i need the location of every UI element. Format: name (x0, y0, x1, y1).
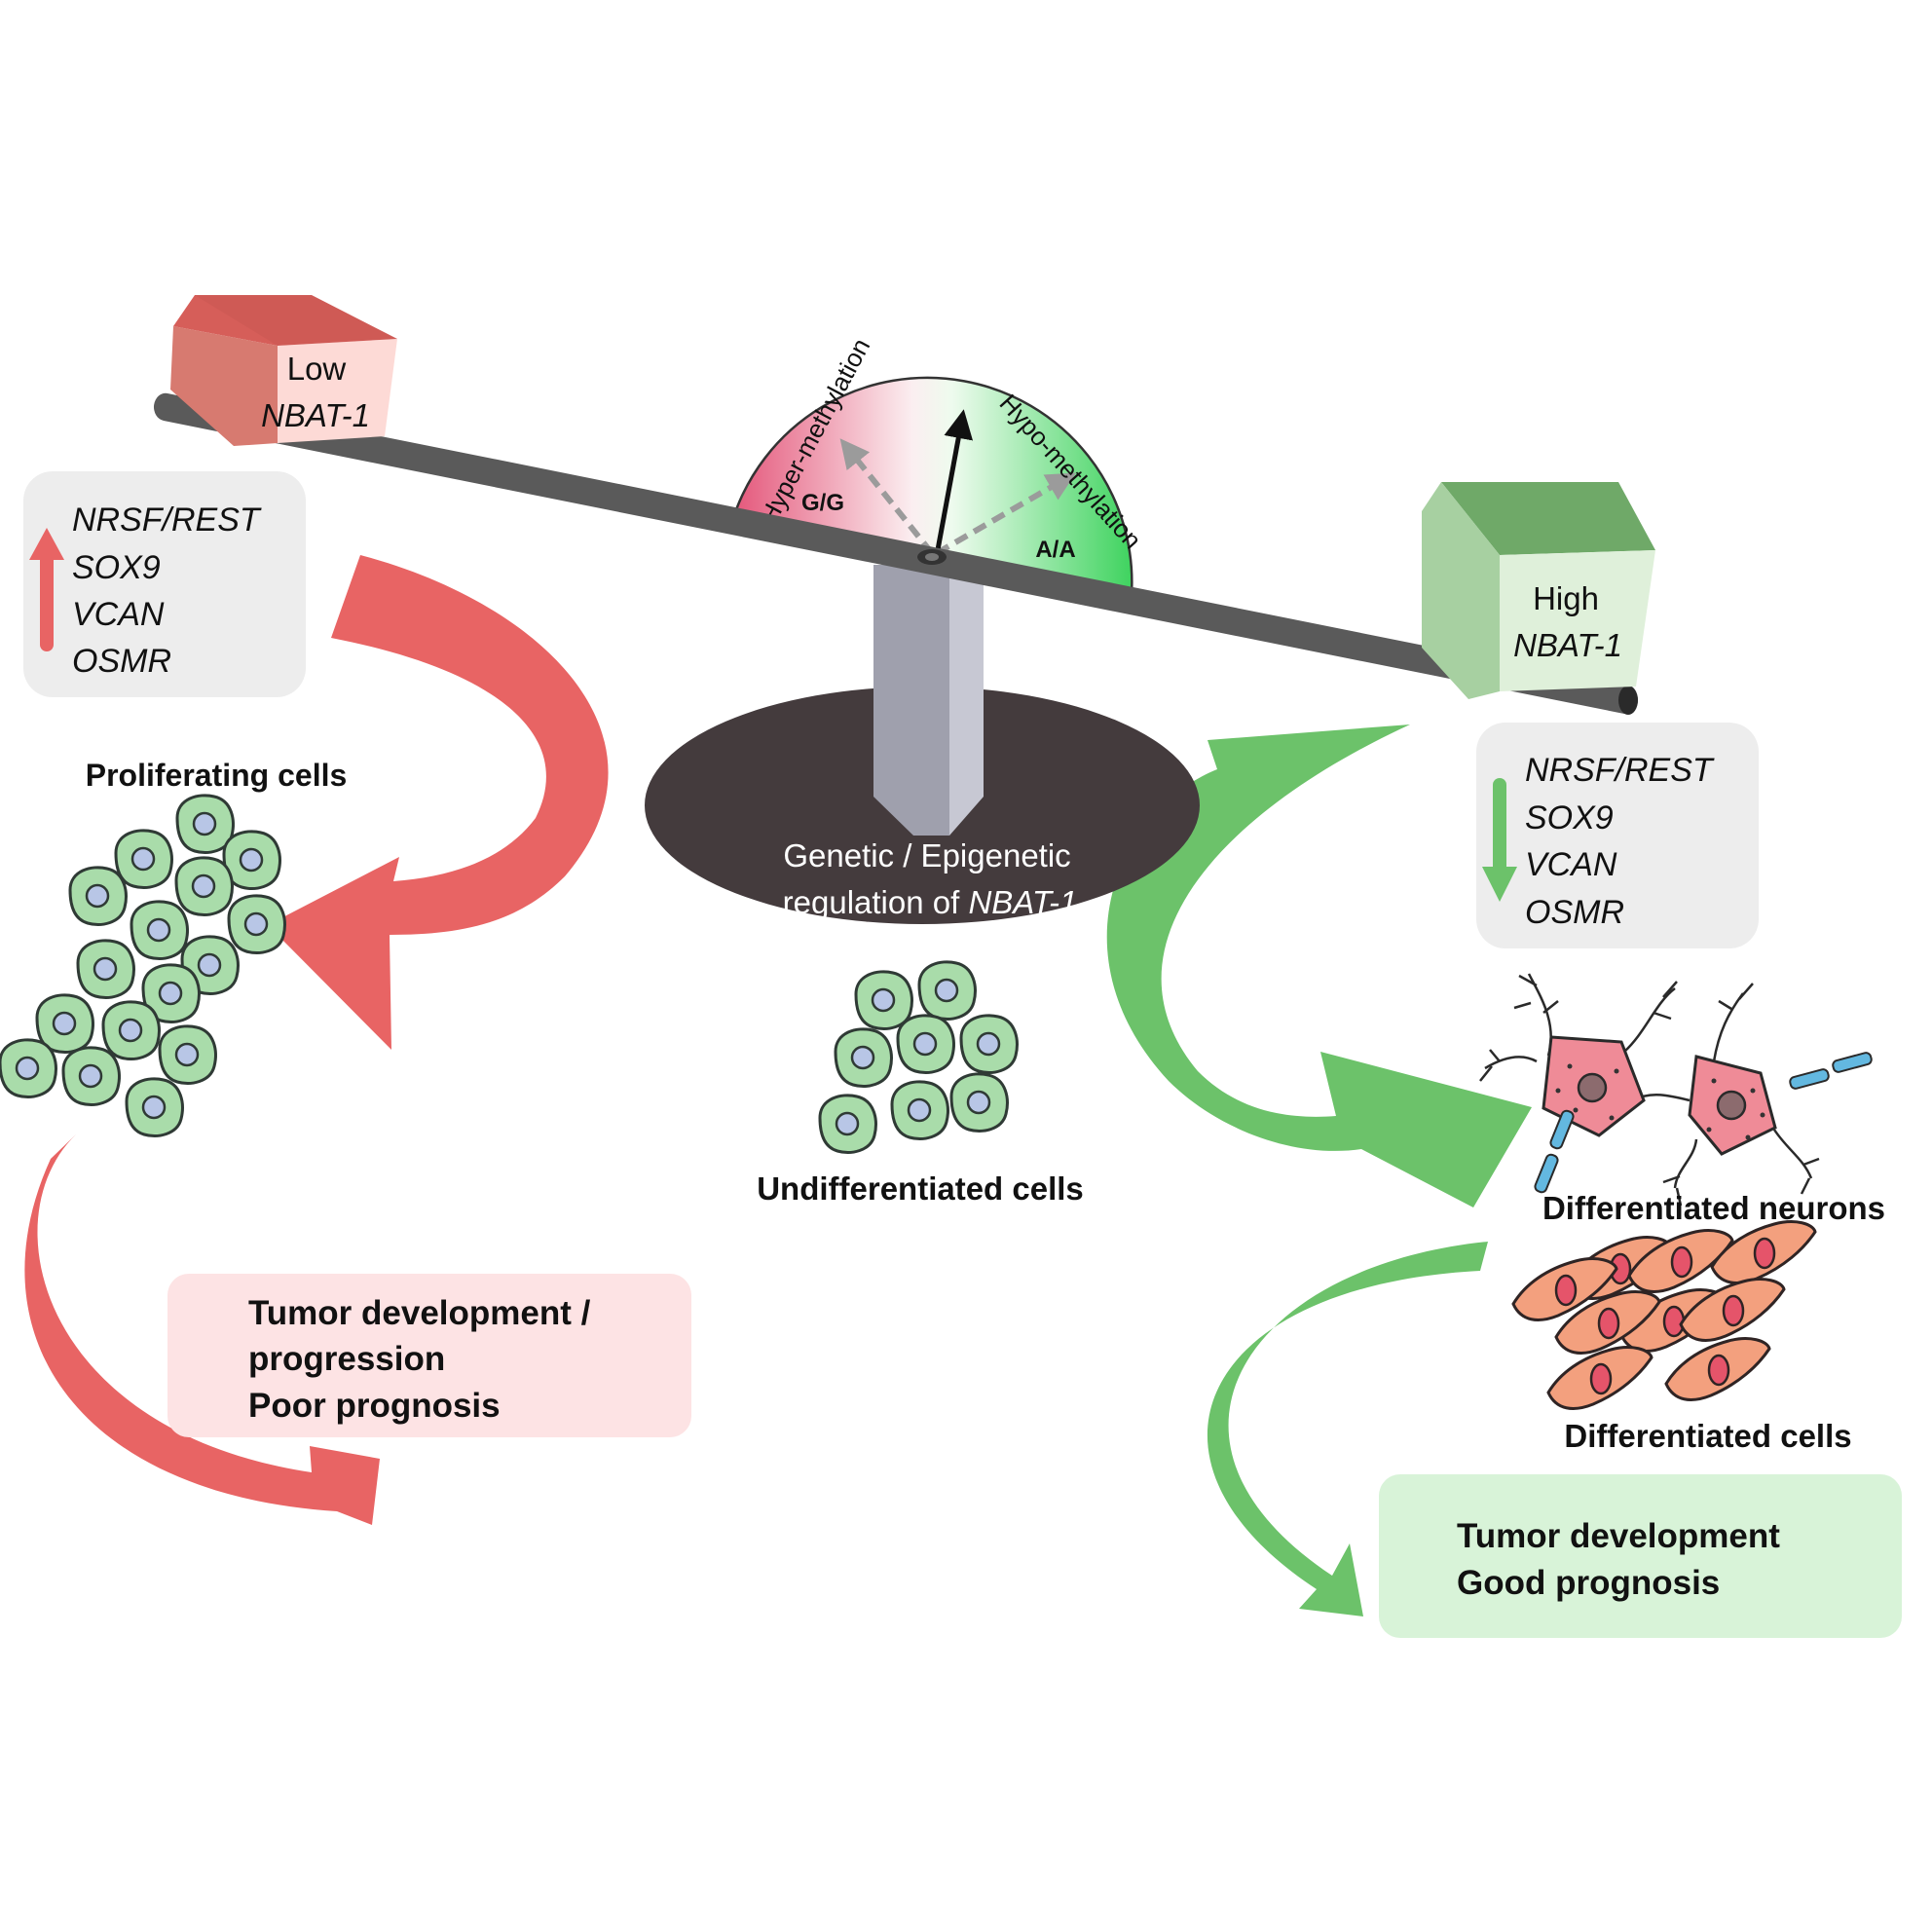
right-gene-box (1476, 723, 1759, 948)
red-curved-arrow-upper (268, 555, 609, 1050)
proliferating-cell-cluster (0, 794, 286, 1137)
outcome-left-line2: progression (248, 1340, 445, 1378)
fulcrum-pillar-side (949, 565, 984, 836)
poor-prognosis-box (167, 1274, 691, 1437)
high-nbat1-block (1422, 482, 1655, 699)
differentiated-neurons-label: Differentiated neurons (1542, 1190, 1885, 1226)
undifferentiated-cell-cluster (818, 960, 1019, 1154)
outcome-right-line2: Good prognosis (1457, 1564, 1720, 1602)
differentiated-neurons (1479, 973, 1820, 1207)
genotype-aa: A/A (1035, 537, 1075, 563)
gray-dashed-arrow-left (839, 438, 935, 555)
differentiated-cell-cluster (1511, 1220, 1817, 1410)
outcome-right-line1: Tumor development (1457, 1517, 1780, 1555)
green-curved-arrow-upper (1106, 724, 1532, 1208)
right-gene-1: NRSF/REST (1525, 752, 1715, 789)
genotype-gg: G/G (801, 490, 844, 516)
low-block-line1: Low (287, 351, 347, 387)
high-block-line2: NBAT-1 (1513, 627, 1622, 663)
red-curved-arrow-lower (24, 1134, 380, 1525)
methylation-gauge (730, 376, 1133, 596)
proliferating-cells-label: Proliferating cells (86, 758, 348, 793)
outcome-left-line3: Poor prognosis (248, 1387, 501, 1425)
differentiated-cells-label: Differentiated cells (1564, 1418, 1851, 1454)
right-gene-3: VCAN (1525, 846, 1617, 883)
axon-segment (1549, 1109, 1575, 1150)
good-prognosis-box (1379, 1474, 1902, 1638)
seesaw-beam (153, 392, 1639, 715)
beam-end-cap (1618, 686, 1638, 715)
base-label-line1: Genetic / Epigenetic (783, 837, 1070, 873)
outcome-left-line1: Tumor development / (248, 1294, 591, 1332)
low-block-line2: NBAT-1 (261, 397, 370, 433)
left-gene-4: OSMR (72, 643, 171, 680)
left-gene-1: NRSF/REST (72, 502, 262, 539)
low-nbat1-block (170, 295, 397, 446)
left-gene-2: SOX9 (72, 549, 161, 586)
right-gene-4: OSMR (1525, 894, 1624, 931)
black-indicator-arrow (934, 409, 974, 556)
undifferentiated-cells-label: Undifferentiated cells (757, 1170, 1084, 1207)
gray-dashed-arrow-right (935, 472, 1076, 556)
left-gene-box (23, 471, 306, 697)
high-block-line1: High (1533, 580, 1599, 616)
left-gene-3: VCAN (72, 596, 165, 633)
right-gene-2: SOX9 (1525, 799, 1614, 836)
fulcrum-pillar-front (873, 565, 949, 836)
base-label-line2: regulation of NBAT-1 (783, 884, 1078, 920)
